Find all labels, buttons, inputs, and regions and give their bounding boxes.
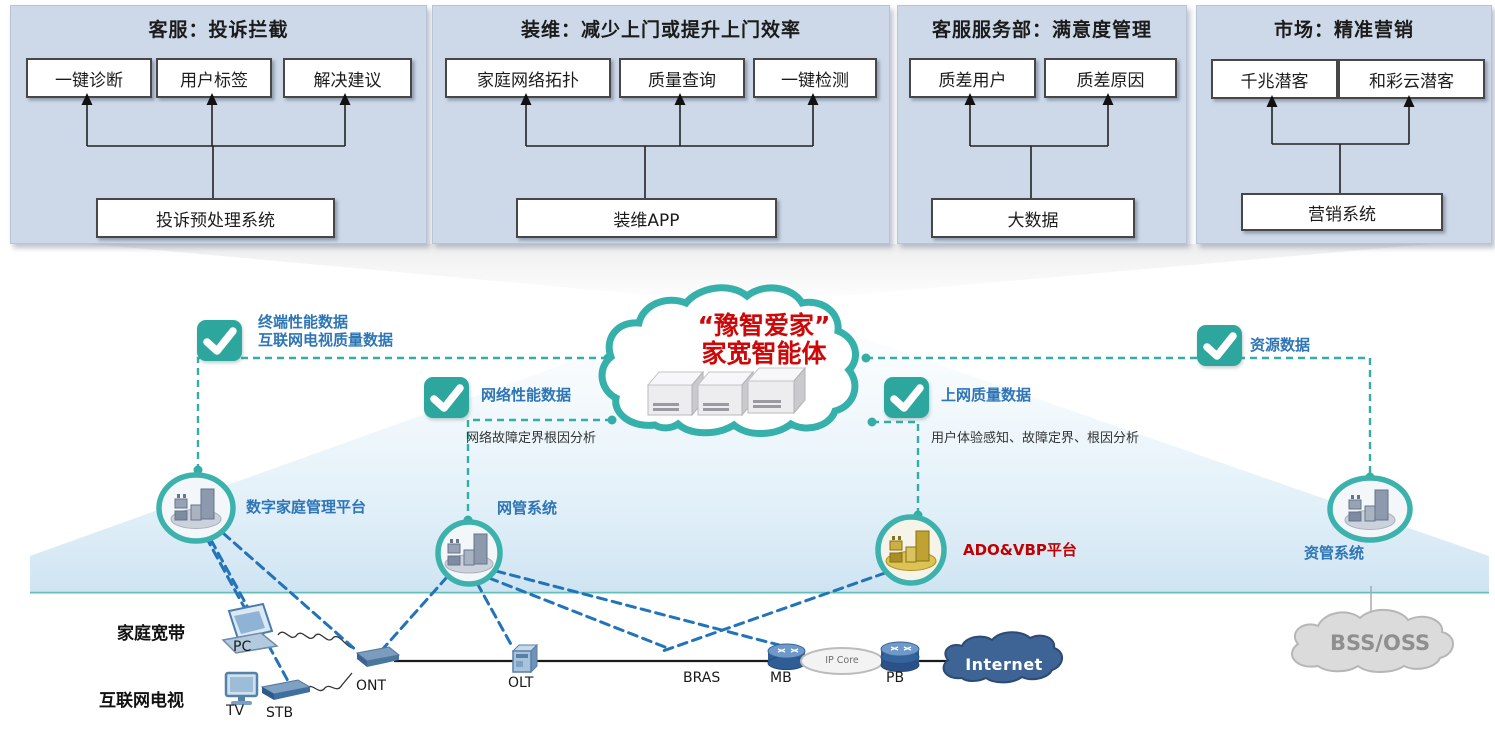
panel-title: 客服服务部：满意度管理 xyxy=(931,19,1152,41)
experience-analysis-note: 用户体验感知、故障定界、根因分析 xyxy=(931,431,1140,446)
panel-connectors xyxy=(520,93,819,198)
platform-digital-home-icon xyxy=(156,472,236,544)
pc-label: PC xyxy=(233,639,252,655)
panel-connectors xyxy=(1266,95,1415,193)
feature-box: 质量查询 xyxy=(619,58,745,98)
internet-cloud xyxy=(942,631,1063,684)
feed-network-label: 网络性能数据 xyxy=(481,386,572,404)
feature-box: 质差用户 xyxy=(909,58,1036,98)
check-icon xyxy=(197,320,242,361)
bss-oss-cloud xyxy=(1291,609,1454,673)
feature-box: 一键诊断 xyxy=(26,58,152,98)
mb-router-icon xyxy=(767,643,806,670)
feature-box: 解决建议 xyxy=(283,58,412,98)
pb-label: PB xyxy=(886,670,905,686)
panel-title: 市场：精准营销 xyxy=(1273,19,1414,41)
gray-fan xyxy=(90,244,1430,304)
panel-connectors xyxy=(964,93,1114,198)
ont-label: ONT xyxy=(356,678,387,694)
tv-icon xyxy=(224,671,259,705)
check-icon xyxy=(884,377,929,418)
network-analysis-note: 网络故障定界根因分析 xyxy=(466,431,597,446)
panel-connectors xyxy=(81,93,351,198)
system-box: 营销系统 xyxy=(1241,193,1443,231)
olt-label: OLT xyxy=(508,675,534,691)
system-box: 投诉预处理系统 xyxy=(96,198,335,238)
floor-wedge xyxy=(30,298,1489,591)
check-icon xyxy=(1197,325,1242,366)
olt-icon xyxy=(511,643,539,674)
platform-ado-vbp-label: ADO&VBP平台 xyxy=(963,541,1077,559)
panel-title: 装维：减少上门或提升上门效率 xyxy=(520,19,801,41)
ip-core-label: IP Core xyxy=(825,655,859,666)
stb-icon xyxy=(260,679,312,700)
bss-oss-label: BSS/OSS xyxy=(1330,631,1431,655)
feature-box: 千兆潜客 xyxy=(1211,59,1338,99)
feed-resource-label: 资源数据 xyxy=(1250,336,1311,354)
teal-dashed-links xyxy=(196,356,1372,520)
panel-title: 客服：投诉拦截 xyxy=(148,19,289,41)
internet-label: Internet xyxy=(965,655,1043,674)
panel-marketing: 市场：精准营销 千兆潜客 和彩云潜客 营销系统 xyxy=(1196,5,1492,244)
platform-resource-mgmt-label: 资管系统 xyxy=(1304,544,1365,562)
broadband-segment-label: 家庭宽带 xyxy=(117,624,185,644)
stb-label: STB xyxy=(266,705,294,721)
cloud-title-line1: “豫智爱家” xyxy=(697,311,831,340)
platform-nms-icon xyxy=(435,519,503,587)
check-icon xyxy=(424,377,469,418)
feed-internet-quality-label: 上网质量数据 xyxy=(941,386,1032,404)
feed-terminal-label-line2: 互联网电视质量数据 xyxy=(258,331,394,349)
wireless-links xyxy=(277,631,353,692)
feed-terminal-label-line1: 终端性能数据 xyxy=(258,313,349,331)
platform-ado-vbp-icon xyxy=(875,514,947,586)
platform-resource-mgmt-icon xyxy=(1327,475,1413,543)
mb-label: MB xyxy=(770,670,792,686)
cloud-servers-icon xyxy=(646,366,807,417)
system-box: 大数据 xyxy=(931,198,1135,238)
feature-box: 用户标签 xyxy=(156,58,272,98)
iptv-segment-label: 互联网电视 xyxy=(99,691,184,711)
feature-box: 一键检测 xyxy=(753,58,877,98)
cloud-title-line2: 家宽智能体 xyxy=(701,339,827,368)
bras-label: BRAS xyxy=(683,670,721,686)
panel-service-dept: 客服服务部：满意度管理 质差用户 质差原因 大数据 xyxy=(897,5,1187,244)
feature-box: 质差原因 xyxy=(1044,58,1177,98)
feature-box: 和彩云潜客 xyxy=(1338,59,1485,99)
ont-icon xyxy=(355,646,401,667)
pb-router-icon xyxy=(880,641,920,672)
pc-icon xyxy=(221,602,279,654)
platform-nms-label: 网管系统 xyxy=(497,499,558,517)
platform-digital-home-label: 数字家庭管理平台 xyxy=(246,498,367,516)
panel-installation: 装维：减少上门或提升上门效率 家庭网络拓扑 质量查询 一键检测 装维APP xyxy=(432,5,890,244)
panel-customer-service: 客服：投诉拦截 一键诊断 用户标签 解决建议 投诉预处理系统 xyxy=(10,5,427,244)
tv-label: TV xyxy=(226,703,245,719)
feature-box: 家庭网络拓扑 xyxy=(445,58,611,98)
system-box: 装维APP xyxy=(516,198,777,238)
